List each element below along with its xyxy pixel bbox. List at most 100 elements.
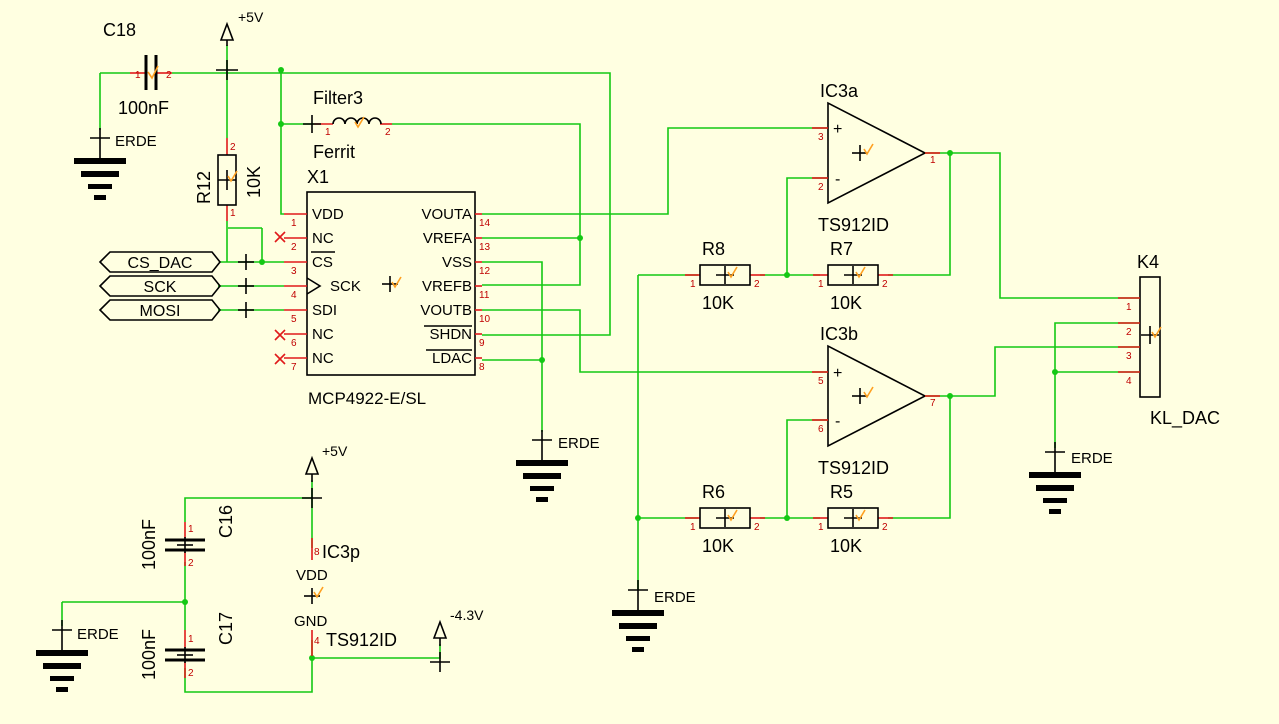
- pin-number: 1: [930, 155, 936, 166]
- pin-number: 1: [188, 524, 194, 535]
- pin-number: 5: [291, 314, 297, 325]
- pin-number: 9: [479, 338, 485, 349]
- port-label: SCK: [144, 279, 177, 296]
- pin-number: 1: [291, 218, 297, 229]
- ground-c18: ERDE: [74, 128, 157, 200]
- r12-name: R12: [194, 171, 214, 204]
- ic3a-part: TS912ID: [818, 215, 889, 235]
- nc-markers: [274, 231, 286, 365]
- resistor-r8[interactable]: 1 2 R8 10K: [685, 239, 765, 313]
- port-label: CS_DAC: [128, 255, 193, 272]
- c17-value: 100nF: [139, 629, 159, 680]
- k4-part: KL_DAC: [1150, 408, 1220, 429]
- ferrite-filter3[interactable]: 1 2 Filter3 Ferrit: [303, 88, 392, 162]
- clock-arrow-icon: [306, 277, 322, 295]
- r7-value: 10K: [830, 293, 862, 313]
- gnd-label: ERDE: [77, 626, 119, 643]
- x1-name: X1: [307, 167, 329, 187]
- c17-name: C17: [216, 612, 236, 645]
- c18-value: 100nF: [118, 98, 169, 118]
- ic3b-name: IC3b: [820, 324, 858, 344]
- power-flag-5v-top: +5V: [216, 9, 264, 80]
- resistor-r12[interactable]: 2 1 R12 10K: [194, 138, 264, 221]
- pin-number: 1: [690, 522, 696, 533]
- pin-number: 4: [291, 290, 297, 301]
- r12-value: 10K: [244, 166, 264, 198]
- pin-number: 2: [230, 142, 236, 153]
- pin-number: 8: [479, 362, 485, 373]
- capacitor-c17[interactable]: 1 2 C17 100nF: [139, 612, 236, 680]
- opamp-ic3b[interactable]: + - 5 6 7 IC3b TS912ID: [812, 324, 940, 478]
- pin-number: 2: [1126, 327, 1132, 338]
- pin-number: 2: [754, 279, 760, 290]
- wires: [61, 45, 1140, 693]
- minus-sign: -: [835, 413, 840, 430]
- pin-number: 3: [818, 132, 824, 143]
- c16-name: C16: [216, 505, 236, 538]
- x1-pin-label: SCK: [330, 278, 361, 295]
- power-flag-neg: -4.3V: [430, 607, 484, 672]
- pin-number: 4: [314, 636, 320, 647]
- pin-number: 2: [385, 127, 391, 138]
- ic3p-gnd-label: GND: [294, 613, 328, 630]
- gnd-label: ERDE: [654, 589, 696, 606]
- pin-number: 4: [1126, 376, 1132, 387]
- gnd-label: ERDE: [1071, 450, 1113, 467]
- pin-number: 7: [930, 398, 936, 409]
- pin-number: 1: [325, 127, 331, 138]
- pin-number: 5: [818, 376, 824, 387]
- x1-pin-label: VDD: [312, 206, 344, 223]
- resistor-r5[interactable]: 1 2 R5 10K: [813, 482, 893, 556]
- pin-number: 2: [166, 70, 172, 81]
- k4-name: K4: [1137, 252, 1159, 272]
- resistor-r7[interactable]: 1 2 R7 10K: [813, 239, 893, 313]
- pin-number: 7: [291, 362, 297, 373]
- c16-value: 100nF: [139, 519, 159, 570]
- x1-pin-label: VREFA: [423, 230, 472, 247]
- ground-x1: ERDE: [516, 430, 600, 502]
- port-label: MOSI: [140, 303, 181, 320]
- capacitor-c16[interactable]: 1 2 C16 100nF: [139, 505, 236, 570]
- ic3p-supply[interactable]: 8 4 IC3p VDD GND TS912ID: [294, 538, 397, 656]
- filter-value: Ferrit: [313, 142, 355, 162]
- x1-pin-label: VOUTB: [420, 302, 472, 319]
- pin-number: 12: [479, 266, 491, 277]
- resistor-r6[interactable]: 1 2 R6 10K: [685, 482, 765, 556]
- junctions: [182, 67, 1058, 661]
- ground-bottom: ERDE: [36, 620, 119, 692]
- r7-name: R7: [830, 239, 853, 259]
- pin-number: 1: [188, 634, 194, 645]
- x1-pin-label: CS: [312, 254, 333, 271]
- pin-number: 13: [479, 242, 491, 253]
- x1-pin-label: VSS: [442, 254, 472, 271]
- pin-number: 2: [754, 522, 760, 533]
- pin-number: 6: [291, 338, 297, 349]
- pin-number: 10: [479, 314, 491, 325]
- pin-number: 2: [882, 279, 888, 290]
- pin-number: 1: [135, 70, 141, 81]
- gnd-label: ERDE: [558, 435, 600, 452]
- pin-number: 1: [230, 208, 236, 219]
- pin-number: 2: [818, 182, 824, 193]
- x1-pin-label: VREFB: [422, 278, 472, 295]
- pin-number: 2: [188, 558, 194, 569]
- port-cs-dac[interactable]: CS_DAC: [98, 251, 254, 273]
- ic3p-part: TS912ID: [326, 630, 397, 650]
- port-mosi[interactable]: MOSI: [98, 299, 254, 321]
- ic3b-part: TS912ID: [818, 458, 889, 478]
- r5-name: R5: [830, 482, 853, 502]
- ic3a-name: IC3a: [820, 81, 859, 101]
- x1-pin-label: LDAC: [432, 350, 472, 367]
- capacitor-c18[interactable]: 1 2 C18 100nF: [103, 20, 172, 118]
- r8-value: 10K: [702, 293, 734, 313]
- x1-pin-label: SHDN: [429, 326, 472, 343]
- connector-k4[interactable]: 1 2 3 4 K4 KL_DAC: [1118, 252, 1220, 429]
- opamp-ic3a[interactable]: + - 3 2 1 IC3a TS912ID: [812, 81, 940, 235]
- pin-number: 1: [818, 522, 824, 533]
- port-sck[interactable]: SCK: [98, 275, 254, 297]
- r6-name: R6: [702, 482, 725, 502]
- pin-number: 1: [690, 279, 696, 290]
